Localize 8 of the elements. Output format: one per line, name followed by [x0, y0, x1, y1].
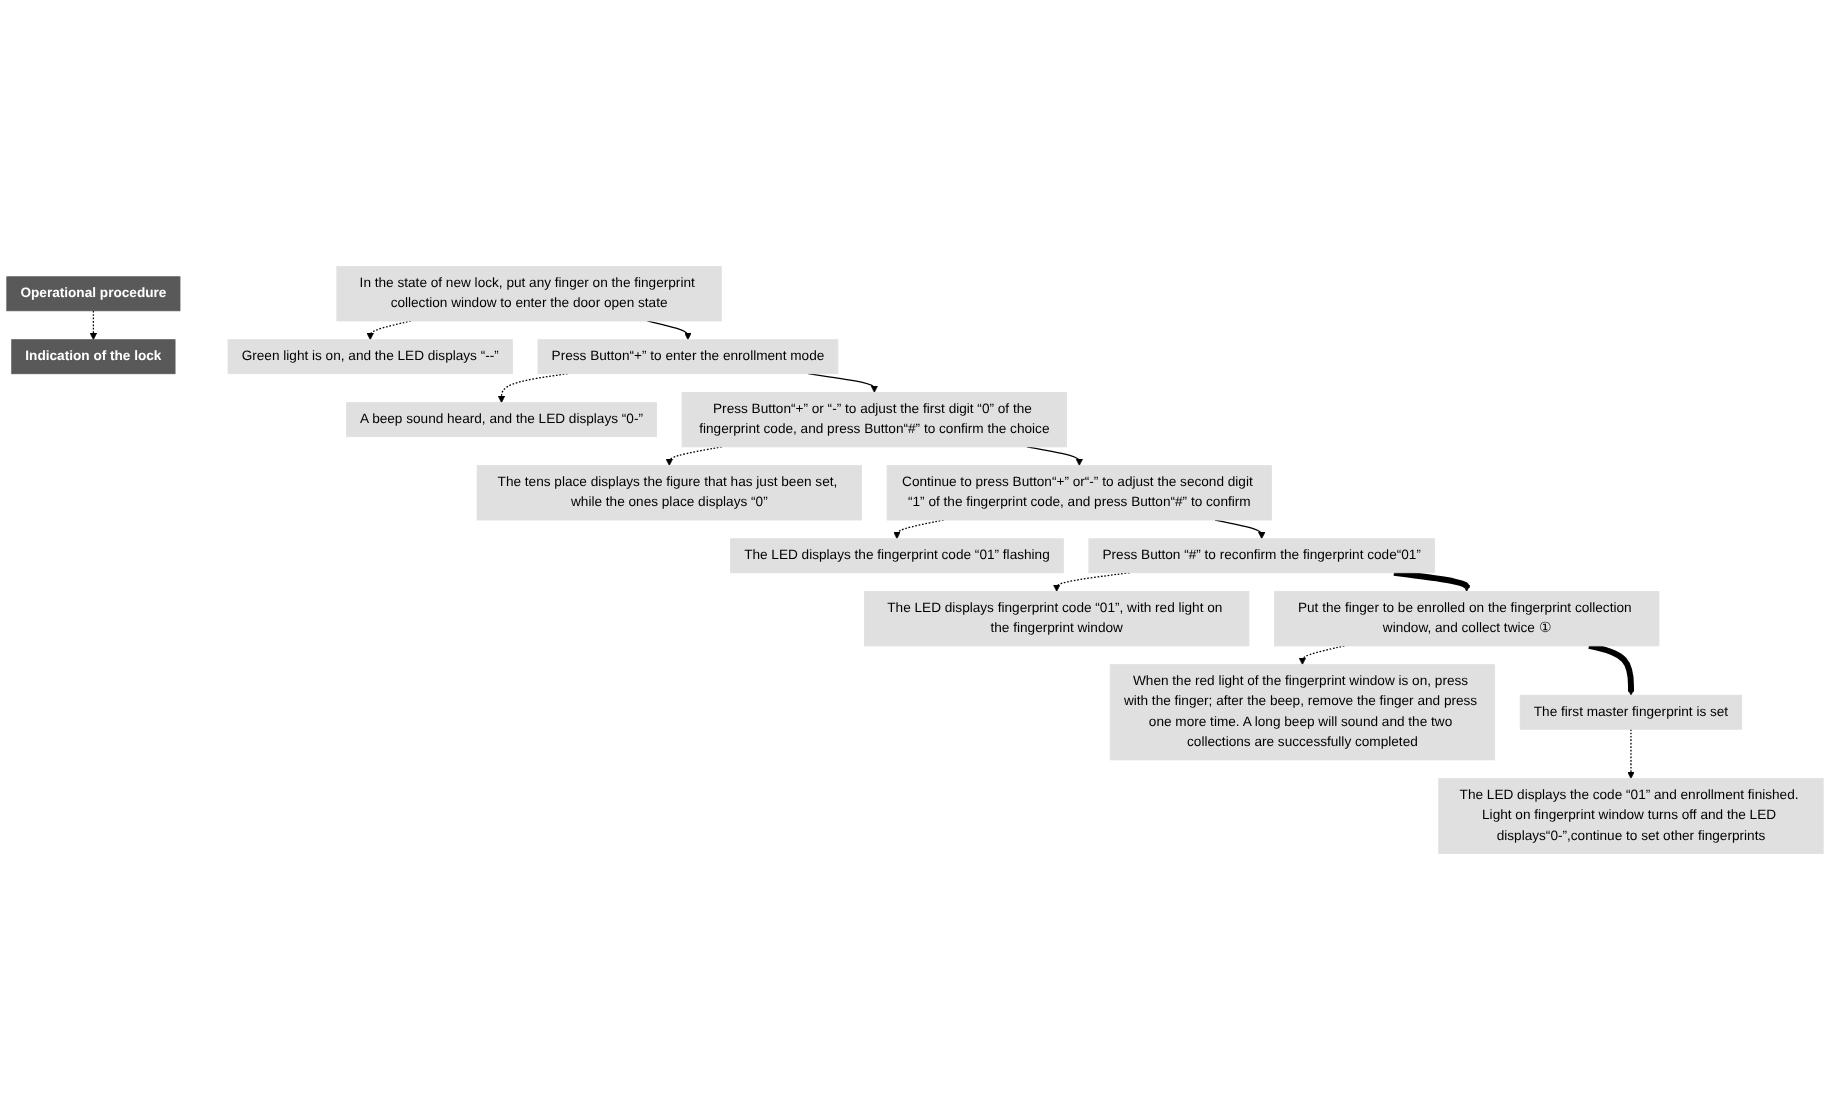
- arrow: [366, 320, 412, 341]
- arrow: [1627, 728, 1635, 779]
- arrow: [646, 320, 692, 341]
- arrow: [89, 310, 98, 341]
- arrow: [1588, 643, 1635, 696]
- arrow: [1393, 569, 1471, 592]
- arrow: [807, 373, 879, 393]
- arrow: [1026, 446, 1084, 466]
